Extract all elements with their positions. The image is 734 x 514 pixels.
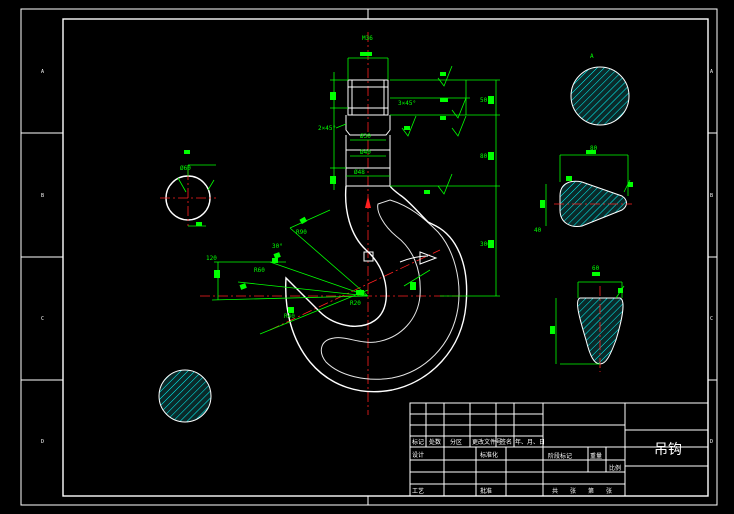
tb-weight: 重量 <box>590 452 602 460</box>
section-a-circle: A <box>570 53 630 126</box>
zone-right-d: D <box>710 439 713 445</box>
dim-radius-1: R90 <box>296 229 307 236</box>
tb-sheet-3: 第 <box>588 487 594 495</box>
tb-r1-c4: 更改文件号 <box>472 438 502 446</box>
tb-standard: 标准化 <box>480 451 498 459</box>
hook-inclined-centerline <box>269 249 441 331</box>
tb-sheet-2: 张 <box>570 487 576 495</box>
shank-thread-block <box>347 79 389 116</box>
left-zone-strip: A B C D <box>21 69 63 445</box>
direction-arrow <box>365 196 371 208</box>
tb-sheet-4: 张 <box>606 487 612 495</box>
dim-radius-3: R40 <box>284 313 295 320</box>
hook-main-view <box>200 32 470 415</box>
section-b-view: 80 40 <box>534 145 633 234</box>
tb-scale: 比例 <box>609 464 621 472</box>
dim-sec-width-2: 60 <box>592 265 600 272</box>
dim-length-3: 120 <box>206 255 217 262</box>
tb-r1-c6: 年、月、日 <box>515 438 545 446</box>
shank-body <box>345 135 391 169</box>
tb-r1-c2: 处数 <box>429 438 441 446</box>
drawing-title: 吊钩 <box>654 442 682 458</box>
tb-r1-c1: 标记 <box>412 438 424 446</box>
tb-sheet-1: 共 <box>552 487 558 495</box>
dim-sec-height: 40 <box>534 227 542 234</box>
label-section-a: A <box>590 53 594 60</box>
zone-left-d: D <box>41 439 44 445</box>
zone-right-b: B <box>710 193 713 199</box>
hook-outer-outline <box>285 185 468 393</box>
tb-approve: 批准 <box>480 487 492 495</box>
dim-radius-4: R20 <box>350 300 361 307</box>
shank-neck <box>345 115 391 136</box>
small-hatched-circle <box>158 369 212 423</box>
dim-dia-pin: Ø60 <box>180 165 191 172</box>
pin-circle-detail: Ø60 <box>160 150 216 227</box>
tb-r1-c3: 分区 <box>450 438 462 446</box>
dim-chamfer-b: 3×45° <box>398 100 416 107</box>
tb-design: 设计 <box>412 451 424 459</box>
dim-dia-shank: Ø48 <box>354 169 365 176</box>
section-c-view: 60 <box>550 265 625 372</box>
hook-center-marker <box>363 251 374 262</box>
zone-right-a: A <box>710 69 713 75</box>
tb-process: 工艺 <box>412 487 424 495</box>
zone-right-c: C <box>710 316 713 322</box>
dim-angle: 30° <box>272 243 283 250</box>
dim-length-2: 80 <box>480 153 488 160</box>
zone-left-c: C <box>41 316 44 322</box>
main-dimensions: M36 2×45° 3×45° Ø30 Ø40 Ø48 50 80 300 <box>206 35 500 335</box>
dim-length-4: 300 <box>480 241 491 248</box>
dim-dia-neck: Ø40 <box>360 149 371 156</box>
right-zone-strip: A B C D <box>708 69 717 445</box>
dim-sec-width-1: 80 <box>590 145 598 152</box>
zone-left-b: B <box>41 193 44 199</box>
zone-left-a: A <box>41 69 44 75</box>
title-block: 标记 处数 分区 更改文件号 签名 年、月、日 设计 标准化 工艺 批准 阶段标… <box>409 402 709 497</box>
dim-dia-top: Ø30 <box>360 133 371 140</box>
dim-chamfer-a: 2×45° <box>318 125 336 132</box>
surface-finish-symbols <box>401 65 467 195</box>
dim-length-1: 50 <box>480 97 488 104</box>
hook-inner-outline <box>320 199 460 380</box>
tb-stage: 阶段标记 <box>548 452 572 460</box>
dim-thread: M36 <box>362 35 373 42</box>
dim-radius-2: R60 <box>254 267 265 274</box>
tb-r1-c5: 签名 <box>500 438 512 446</box>
